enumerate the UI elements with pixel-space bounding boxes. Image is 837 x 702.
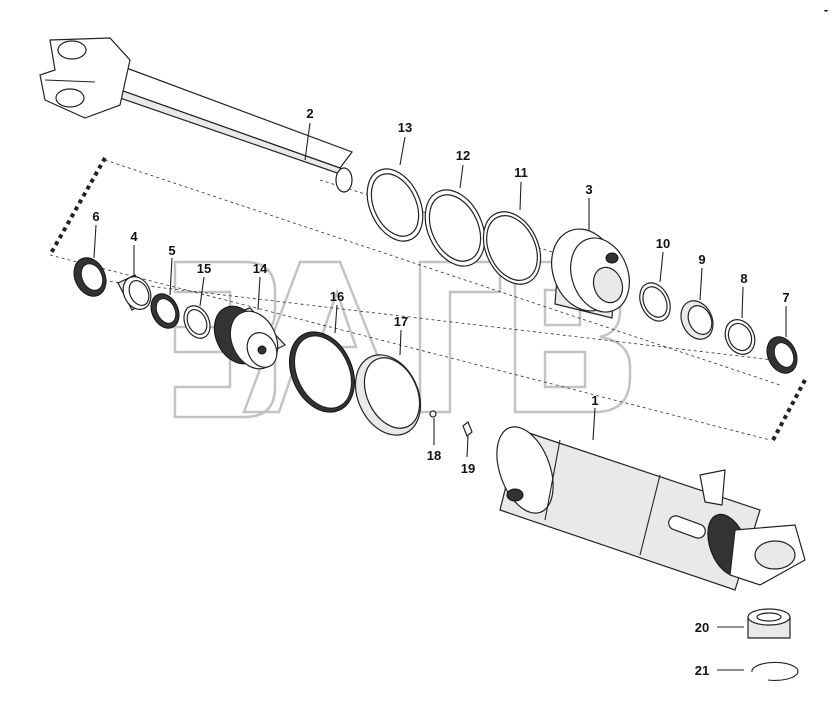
- label-part-17: 17: [394, 314, 408, 329]
- label-part-21: 21: [695, 663, 709, 678]
- piston-rod-part-2: [39, 37, 353, 193]
- seal-part-9: [680, 300, 714, 340]
- label-part-4: 4: [130, 229, 138, 244]
- label-part-3: 3: [585, 182, 592, 197]
- label-part-1: 1: [591, 393, 598, 408]
- label-part-10: 10: [656, 236, 670, 251]
- label-part-9: 9: [698, 252, 705, 267]
- ring-part-8: [724, 319, 756, 355]
- label-part-16: 16: [330, 289, 344, 304]
- label-part-13: 13: [398, 120, 412, 135]
- label-part-11: 11: [514, 165, 528, 180]
- ring-part-10: [639, 282, 671, 322]
- piston-part-14: [213, 305, 286, 370]
- bearing-part-20: [747, 608, 791, 639]
- cylinder-tube-part-1: [496, 426, 806, 591]
- bracket-top-line: [104, 159, 781, 386]
- label-part-5: 5: [168, 243, 175, 258]
- ring-part-5: [150, 293, 180, 329]
- leader-lines: [93, 122, 787, 671]
- label-part-20: 20: [695, 620, 709, 635]
- label-part-7: 7: [782, 290, 789, 305]
- label-part-2: 2: [306, 106, 313, 121]
- o-ring-part-13: [366, 168, 424, 242]
- label-part-14: 14: [253, 261, 268, 276]
- seal-part-6: [73, 257, 107, 297]
- label-part-6: 6: [92, 209, 99, 224]
- bracket-left: [48, 157, 107, 256]
- label-part-12: 12: [456, 148, 470, 163]
- ball-part-18: [429, 410, 437, 418]
- lower-axis-line: [79, 277, 791, 363]
- label-part-8: 8: [740, 271, 747, 286]
- wiper-part-7: [766, 336, 798, 374]
- part-number-labels: 2 13 12 11 3 10 9 8 7 6 4 5 15 14 16 17 …: [92, 2, 828, 678]
- pin-part-19: [462, 421, 473, 437]
- label-part-15: 15: [197, 261, 211, 276]
- bracket-bottom-line: [49, 254, 771, 441]
- label-part-19: 19: [461, 461, 475, 476]
- seal-part-16: [289, 331, 355, 413]
- ring-part-11: [482, 211, 542, 285]
- guide-bush-part-3: [551, 228, 630, 319]
- guide-ring-part-17: [354, 354, 422, 436]
- bush-part-4: [117, 274, 152, 311]
- label-part-18: 18: [427, 448, 441, 463]
- retaining-ring-part-21: [751, 661, 799, 681]
- ring-part-12: [424, 189, 486, 267]
- ring-part-15: [183, 305, 211, 339]
- bracket-right: [770, 379, 807, 443]
- corner-mark: -: [824, 2, 828, 17]
